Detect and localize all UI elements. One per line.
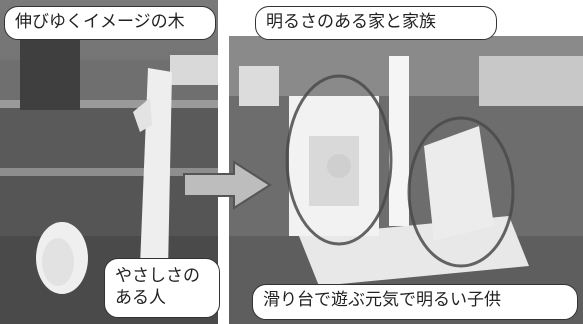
callout-kind-person-line2: ある人 [115,288,166,308]
callout-bright-house-text: 明るさのある家と家族 [266,12,436,32]
left-photo-scene [0,0,218,324]
callout-bright-house: 明るさのある家と家族 [255,6,497,40]
callout-kind-person-line1: やさしさの [115,266,200,286]
callout-child: 滑り台で遊ぶ元気で明るい子供 [252,284,578,320]
highlight-circle-slide [407,116,515,268]
callout-child-text: 滑り台で遊ぶ元気で明るい子供 [263,290,501,310]
highlight-circle-house [285,74,393,246]
left-photo [0,0,218,324]
right-arrow-icon [183,160,272,210]
callout-kind-person: やさしさの ある人 [104,258,220,318]
slide-sculpture [424,126,494,241]
callout-growing-tree-text: 伸びゆくイメージの木 [15,12,185,32]
right-photo-scene [229,36,583,324]
right-photo [229,36,583,324]
callout-growing-tree: 伸びゆくイメージの木 [4,6,216,40]
